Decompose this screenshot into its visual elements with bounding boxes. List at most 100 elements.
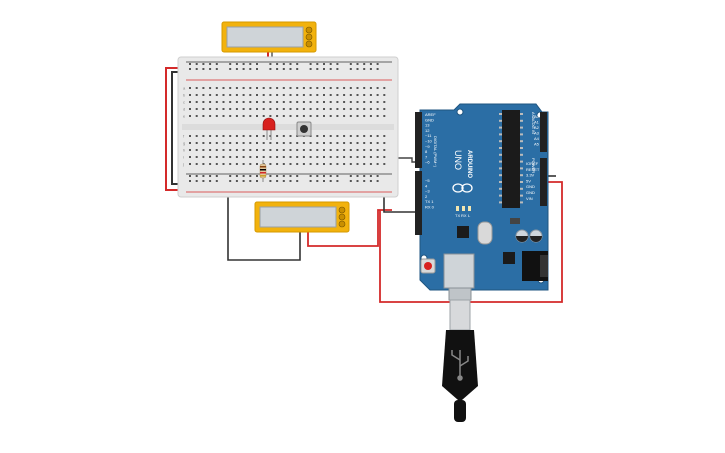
terminal-hole[interactable]: [369, 149, 372, 151]
terminal-hole[interactable]: [189, 163, 191, 165]
terminal-hole[interactable]: [336, 115, 339, 117]
rail-hole[interactable]: [235, 68, 238, 70]
terminal-hole[interactable]: [323, 163, 325, 165]
terminal-hole[interactable]: [289, 156, 292, 158]
rail-hole[interactable]: [256, 68, 258, 70]
terminal-hole[interactable]: [343, 101, 346, 103]
terminal-hole[interactable]: [209, 142, 212, 144]
terminal-hole[interactable]: [256, 163, 258, 165]
terminal-hole[interactable]: [363, 142, 366, 144]
rail-hole[interactable]: [363, 175, 366, 177]
terminal-hole[interactable]: [242, 87, 245, 89]
terminal-hole[interactable]: [383, 142, 386, 144]
terminal-hole[interactable]: [215, 108, 218, 110]
terminal-hole[interactable]: [302, 108, 305, 110]
terminal-hole[interactable]: [209, 87, 212, 89]
rail-hole[interactable]: [329, 180, 332, 182]
rail-hole[interactable]: [289, 63, 292, 65]
terminal-hole[interactable]: [276, 101, 279, 103]
terminal-hole[interactable]: [249, 115, 252, 117]
rail-hole[interactable]: [282, 63, 285, 65]
terminal-hole[interactable]: [262, 142, 265, 144]
terminal-hole[interactable]: [222, 149, 225, 151]
terminal-hole[interactable]: [383, 108, 386, 110]
terminal-hole[interactable]: [369, 142, 372, 144]
rail-hole[interactable]: [256, 63, 258, 65]
terminal-hole[interactable]: [276, 163, 279, 165]
terminal-hole[interactable]: [269, 101, 272, 103]
terminal-hole[interactable]: [229, 149, 232, 151]
terminal-hole[interactable]: [222, 94, 225, 96]
terminal-hole[interactable]: [229, 142, 232, 144]
rail-hole[interactable]: [242, 180, 245, 182]
terminal-hole[interactable]: [242, 101, 245, 103]
terminal-hole[interactable]: [229, 163, 232, 165]
wire-red-power[interactable]: [379, 181, 563, 303]
rail-hole[interactable]: [256, 175, 258, 177]
terminal-hole[interactable]: [343, 87, 346, 89]
terminal-hole[interactable]: [249, 87, 252, 89]
terminal-hole[interactable]: [309, 108, 312, 110]
terminal-hole[interactable]: [363, 101, 366, 103]
rail-hole[interactable]: [202, 175, 205, 177]
terminal-hole[interactable]: [309, 115, 312, 117]
terminal-hole[interactable]: [356, 115, 359, 117]
terminal-hole[interactable]: [363, 135, 366, 137]
terminal-hole[interactable]: [215, 142, 218, 144]
terminal-hole[interactable]: [242, 163, 245, 165]
rail-hole[interactable]: [229, 180, 232, 182]
terminal-hole[interactable]: [262, 156, 265, 158]
terminal-hole[interactable]: [356, 101, 359, 103]
terminal-hole[interactable]: [242, 135, 245, 137]
terminal-hole[interactable]: [282, 163, 285, 165]
terminal-hole[interactable]: [289, 87, 292, 89]
terminal-hole[interactable]: [202, 94, 205, 96]
terminal-hole[interactable]: [376, 149, 379, 151]
terminal-hole[interactable]: [235, 163, 238, 165]
reset-button-cap[interactable]: [424, 262, 432, 270]
rail-hole[interactable]: [336, 175, 339, 177]
terminal-hole[interactable]: [376, 94, 379, 96]
terminal-hole[interactable]: [215, 94, 218, 96]
terminal-hole[interactable]: [363, 94, 366, 96]
rail-hole[interactable]: [349, 175, 352, 177]
rail-hole[interactable]: [369, 175, 372, 177]
terminal-hole[interactable]: [215, 156, 218, 158]
terminal-hole[interactable]: [323, 142, 325, 144]
terminal-hole[interactable]: [189, 142, 191, 144]
terminal-hole[interactable]: [363, 115, 366, 117]
bottom-module-knob-1[interactable]: [338, 206, 346, 214]
usb-port[interactable]: [443, 253, 475, 289]
terminal-hole[interactable]: [242, 94, 245, 96]
rail-hole[interactable]: [363, 180, 366, 182]
terminal-hole[interactable]: [336, 156, 339, 158]
terminal-hole[interactable]: [356, 135, 359, 137]
terminal-hole[interactable]: [209, 115, 212, 117]
terminal-hole[interactable]: [256, 156, 258, 158]
terminal-hole[interactable]: [369, 108, 372, 110]
rail-hole[interactable]: [296, 68, 299, 70]
top-module-knob-1[interactable]: [305, 26, 313, 34]
terminal-hole[interactable]: [309, 142, 312, 144]
rail-hole[interactable]: [195, 180, 198, 182]
terminal-hole[interactable]: [249, 149, 252, 151]
rail-hole[interactable]: [296, 175, 299, 177]
terminal-hole[interactable]: [229, 135, 232, 137]
terminal-hole[interactable]: [356, 108, 359, 110]
terminal-hole[interactable]: [215, 115, 218, 117]
terminal-hole[interactable]: [383, 135, 386, 137]
terminal-hole[interactable]: [302, 101, 305, 103]
terminal-hole[interactable]: [316, 101, 319, 103]
rail-hole[interactable]: [189, 68, 191, 70]
terminal-hole[interactable]: [323, 149, 325, 151]
terminal-hole[interactable]: [316, 87, 319, 89]
terminal-hole[interactable]: [222, 135, 225, 137]
terminal-hole[interactable]: [363, 156, 366, 158]
rail-hole[interactable]: [202, 68, 205, 70]
terminal-hole[interactable]: [302, 142, 305, 144]
terminal-hole[interactable]: [302, 156, 305, 158]
